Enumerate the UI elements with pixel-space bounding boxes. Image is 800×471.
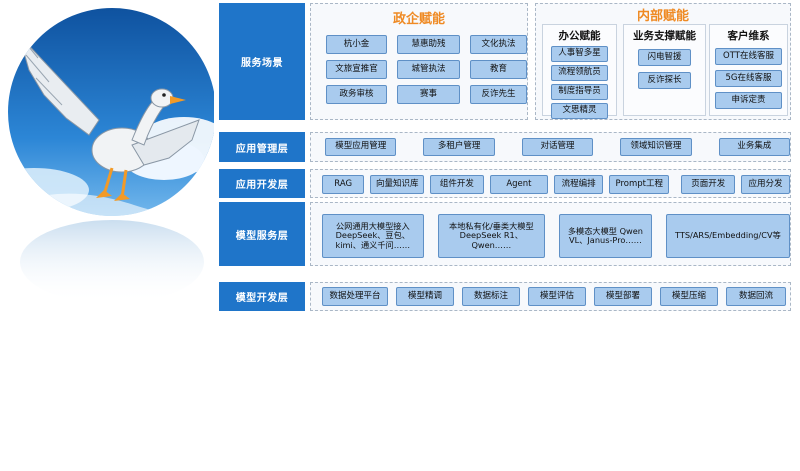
app-mgmt-chip[interactable]: 多租户管理 (423, 138, 495, 156)
layer-label-text: 模型开发层 (235, 293, 289, 304)
layer-label-text: 应用管理层 (235, 143, 289, 155)
app-dev-chip[interactable]: 组件开发 (430, 175, 484, 194)
model-dev-chip[interactable]: 数据处理平台 (322, 287, 388, 306)
layer-label-model-dev: 模型开发层 (219, 282, 305, 311)
service-chip[interactable]: 文化执法 (470, 35, 527, 54)
layer-label-app-dev: 应用开发层 (219, 169, 305, 198)
model-service-panel: 公网通用大模型接入 DeepSeek、豆包、kimi、通义千问…… 本地私有化/… (310, 202, 791, 266)
business-support-group: 业务支撑赋能 闪电智援 反诈探长 (623, 24, 706, 116)
app-dev-panel: RAG 向量知识库 组件开发 Agent 流程编排 Prompt工程 页面开发 … (310, 169, 791, 198)
model-dev-chip[interactable]: 数据回流 (726, 287, 786, 306)
model-dev-chip[interactable]: 模型压缩 (660, 287, 718, 306)
service-chip[interactable]: 闪电智援 (638, 49, 691, 66)
model-dev-chip[interactable]: 模型评估 (528, 287, 586, 306)
layer-label-text: 服务场景 (241, 58, 283, 69)
service-chip[interactable]: OTT在线客服 (715, 48, 782, 65)
service-chip[interactable]: 赛事 (397, 85, 460, 104)
app-mgmt-chip[interactable]: 模型应用管理 (325, 138, 397, 156)
app-mgmt-chip[interactable]: 对话管理 (521, 138, 594, 156)
service-chip[interactable]: 慧惠助残 (397, 35, 460, 54)
gov-empowerment-panel: 政企赋能 杭小金 慧惠助残 文化执法 文旅宣推官 城管执法 教育 政务审核 赛事… (310, 3, 528, 120)
group-title: 客户维系 (727, 30, 770, 42)
service-chip[interactable]: 城管执法 (397, 60, 460, 79)
app-mgmt-chip[interactable]: 领域知识管理 (620, 138, 692, 156)
service-chip[interactable]: 流程领航员 (551, 65, 608, 81)
model-dev-chip[interactable]: 模型精调 (396, 287, 454, 306)
service-chip[interactable]: 5G在线客服 (715, 70, 782, 87)
app-mgmt-panel: 模型应用管理 多租户管理 对话管理 领域知识管理 业务集成 (310, 132, 791, 162)
app-dev-chip[interactable]: RAG (322, 175, 365, 194)
goose-mascot-illustration (4, 0, 216, 312)
model-service-chip[interactable]: TTS/ARS/Embedding/CV等 (665, 214, 790, 258)
layer-label-text: 应用开发层 (235, 180, 289, 191)
group-title: 办公赋能 (558, 30, 601, 42)
service-chip[interactable]: 申诉定责 (715, 92, 782, 109)
group-title: 业务支撑赋能 (633, 30, 696, 42)
layer-label-text: 模型服务层 (235, 230, 289, 242)
service-chip[interactable]: 制度指导员 (551, 84, 608, 100)
internal-empowerment-title: 内部赋能 (636, 9, 689, 24)
service-chip[interactable]: 反诈探长 (638, 72, 691, 89)
layer-label-app-mgmt: 应用管理层 (219, 132, 305, 162)
model-dev-chip[interactable]: 数据标注 (462, 287, 520, 306)
layer-label-service: 服务场景 (219, 3, 305, 120)
service-chip[interactable]: 文思精灵 (551, 103, 608, 119)
gov-empowerment-title: 政企赋能 (392, 12, 445, 27)
layer-label-model-service: 模型服务层 (219, 202, 305, 266)
app-dev-chip[interactable]: Agent (489, 175, 549, 194)
model-dev-chip[interactable]: 模型部署 (594, 287, 652, 306)
app-dev-chip[interactable]: 向量知识库 (370, 175, 425, 194)
customer-retention-group: 客户维系 OTT在线客服 5G在线客服 申诉定责 (709, 24, 788, 116)
app-dev-chip[interactable]: Prompt工程 (609, 175, 670, 194)
service-chip[interactable]: 政务审核 (326, 85, 387, 104)
service-chip[interactable]: 反诈先生 (470, 85, 527, 104)
app-dev-chip[interactable]: 应用分发 (741, 175, 791, 194)
model-dev-panel: 数据处理平台 模型精调 数据标注 模型评估 模型部署 模型压缩 数据回流 (310, 282, 791, 311)
model-service-chip[interactable]: 多模态大模型 Qwen VL、Janus-Pro…… (559, 214, 652, 258)
service-chip[interactable]: 教育 (470, 60, 527, 79)
model-service-chip[interactable]: 本地私有化/垂类大模型 DeepSeek R1、Qwen…… (437, 214, 546, 258)
app-dev-chip[interactable]: 流程编排 (554, 175, 604, 194)
office-empowerment-group: 办公赋能 人事智多星 流程领航员 制度指导员 文思精灵 (542, 24, 617, 119)
app-dev-chip[interactable]: 页面开发 (681, 175, 736, 194)
service-chip[interactable]: 文旅宣推官 (326, 60, 387, 79)
model-service-chip[interactable]: 公网通用大模型接入 DeepSeek、豆包、kimi、通义千问…… (322, 214, 424, 258)
service-chip[interactable]: 人事智多星 (551, 46, 608, 62)
service-chip[interactable]: 杭小金 (326, 35, 387, 54)
app-mgmt-chip[interactable]: 业务集成 (718, 138, 791, 156)
